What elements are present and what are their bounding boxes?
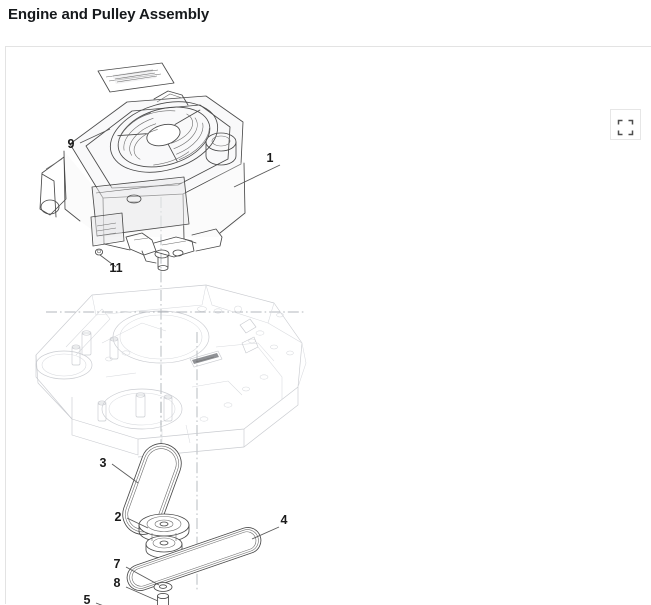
parts-diagram: 12345678911 xyxy=(35,62,307,605)
callout-number-4[interactable]: 4 xyxy=(281,513,288,527)
callout-number-8[interactable]: 8 xyxy=(114,576,121,590)
fullscreen-expand-icon xyxy=(617,119,634,136)
diagram-panel: 12345678911 xyxy=(5,46,651,605)
bolt-part xyxy=(157,592,169,605)
callout-number-2[interactable]: 2 xyxy=(115,510,122,524)
callout-number-labels: 12345678911 xyxy=(68,137,288,605)
engine-illustration xyxy=(39,62,246,271)
callout-number-9[interactable]: 9 xyxy=(68,137,75,151)
callout-number-7[interactable]: 7 xyxy=(114,557,121,571)
deck-decal xyxy=(189,350,223,368)
engine-mount-bolt-part xyxy=(94,248,104,256)
decal-label-part xyxy=(97,62,175,93)
callout-number-5[interactable]: 5 xyxy=(84,593,91,605)
lower-belt-part xyxy=(126,527,262,591)
mower-deck-ghost xyxy=(35,284,307,458)
oil-filler-neck xyxy=(205,132,237,166)
callout-number-3[interactable]: 3 xyxy=(100,456,107,470)
upper-belt-part xyxy=(122,443,182,535)
callout-number-1[interactable]: 1 xyxy=(267,151,274,165)
engine-pulley-part xyxy=(138,513,190,559)
callout-number-11[interactable]: 11 xyxy=(109,261,122,275)
page-title: Engine and Pulley Assembly xyxy=(8,6,210,23)
engine-base-linkage xyxy=(125,228,223,271)
air-filter-cover xyxy=(90,212,125,247)
muffler-shield xyxy=(39,156,67,218)
fullscreen-expand-button[interactable] xyxy=(610,109,641,140)
